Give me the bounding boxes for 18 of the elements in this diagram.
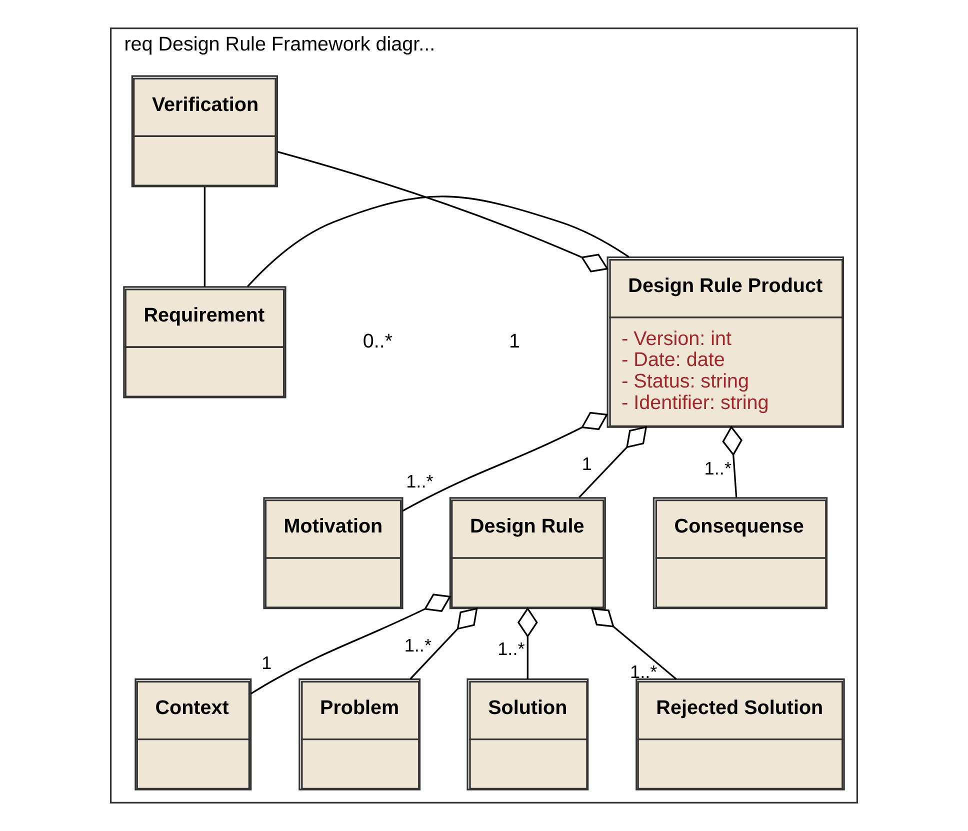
connector (410, 608, 478, 680)
connector (578, 426, 648, 498)
connector (590, 608, 677, 680)
connector (722, 426, 743, 498)
edge-label: 1..* (404, 636, 432, 656)
connector (517, 607, 538, 679)
connector (250, 594, 452, 694)
edge-label: 1 (582, 454, 592, 474)
connector (277, 151, 609, 272)
edge-label: 1..* (704, 458, 732, 479)
label: 1 (508, 330, 520, 352)
edge-label: 1..* (406, 471, 434, 492)
connector (402, 412, 608, 512)
edge-label: 1..* (498, 639, 525, 660)
label: 0..* (362, 330, 393, 352)
edge-label: 1 (262, 653, 272, 674)
connector (204, 186, 206, 287)
connector (246, 196, 630, 288)
